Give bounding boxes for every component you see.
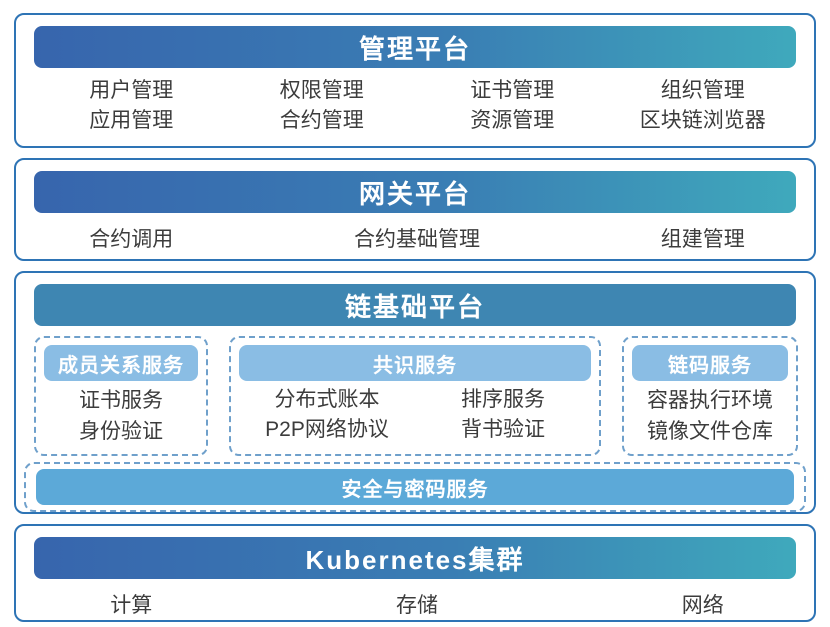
grid-item: 计算 [110, 594, 153, 617]
management-platform-title-bar: 管理平台 [34, 26, 796, 68]
group-chaincode-service: 链码服务 容器执行环境 镜像文件仓库 [622, 336, 798, 456]
grid-item: 分布式账本 [274, 388, 380, 411]
security-service-title-bar: 安全与密码服务 [36, 469, 794, 505]
grid-item: P2P网络协议 [265, 418, 389, 441]
kubernetes-cluster-title-bar: Kubernetes集群 [34, 537, 796, 579]
gateway-platform-items: 合约调用 合约基础管理 组建管理 [36, 225, 798, 255]
grid-item: 排序服务 [461, 388, 545, 411]
grid-item: 用户管理 [89, 79, 174, 102]
member-service-items: 证书服务 身份验证 [44, 385, 198, 447]
security-service-title: 安全与密码服务 [341, 478, 489, 501]
kubernetes-cluster-title: Kubernetes集群 [305, 544, 525, 575]
chaincode-service-title-bar: 链码服务 [632, 345, 788, 381]
chaincode-service-title: 链码服务 [668, 354, 752, 377]
section-gateway-platform: 网关平台 合约调用 合约基础管理 组建管理 [14, 158, 816, 261]
grid-item: 身份验证 [79, 420, 163, 443]
grid-item: 证书管理 [470, 79, 555, 102]
chain-service-groups: 成员关系服务 证书服务 身份验证 共识服务 分布式账本 排序服务 P2P网络协议… [34, 336, 798, 456]
section-chain-base-platform: 链基础平台 成员关系服务 证书服务 身份验证 共识服务 分布式账本 排序服务 [14, 271, 816, 514]
grid-item: 组建管理 [660, 228, 745, 251]
chaincode-service-items: 容器执行环境 镜像文件仓库 [632, 385, 788, 447]
management-platform-items: 用户管理 权限管理 证书管理 组织管理 应用管理 合约管理 资源管理 区块链浏览… [36, 76, 798, 136]
grid-item: 镜像文件仓库 [647, 420, 773, 443]
grid-item: 容器执行环境 [647, 389, 773, 412]
chain-base-platform-title-bar: 链基础平台 [34, 284, 796, 326]
management-platform-title: 管理平台 [358, 33, 471, 64]
grid-item: 存储 [396, 594, 438, 617]
grid-item: 合约调用 [89, 228, 174, 251]
grid-item: 区块链浏览器 [639, 109, 766, 132]
consensus-service-items: 分布式账本 排序服务 P2P网络协议 背书验证 [239, 385, 591, 445]
member-service-title-bar: 成员关系服务 [44, 345, 198, 381]
grid-item: 应用管理 [89, 109, 174, 132]
grid-item: 组织管理 [660, 79, 745, 102]
kubernetes-cluster-items: 计算 存储 网络 [36, 591, 798, 621]
section-kubernetes-cluster: Kubernetes集群 计算 存储 网络 [14, 524, 816, 622]
consensus-service-title-bar: 共识服务 [239, 345, 591, 381]
chain-base-platform-title: 链基础平台 [344, 291, 485, 322]
grid-item: 权限管理 [279, 79, 364, 102]
security-service-box: 安全与密码服务 [24, 462, 806, 512]
grid-item: 网络 [681, 594, 724, 617]
grid-item: 合约基础管理 [354, 228, 480, 251]
grid-item: 资源管理 [470, 109, 555, 132]
group-consensus-service: 共识服务 分布式账本 排序服务 P2P网络协议 背书验证 [229, 336, 601, 456]
consensus-service-title: 共识服务 [373, 354, 457, 377]
member-service-title: 成员关系服务 [58, 354, 184, 377]
grid-item: 证书服务 [79, 389, 163, 412]
section-management-platform: 管理平台 用户管理 权限管理 证书管理 组织管理 应用管理 合约管理 资源管理 … [14, 13, 816, 148]
grid-item: 背书验证 [461, 418, 545, 441]
group-member-service: 成员关系服务 证书服务 身份验证 [34, 336, 208, 456]
gateway-platform-title-bar: 网关平台 [34, 171, 796, 213]
gateway-platform-title: 网关平台 [358, 178, 471, 209]
grid-item: 合约管理 [279, 109, 364, 132]
